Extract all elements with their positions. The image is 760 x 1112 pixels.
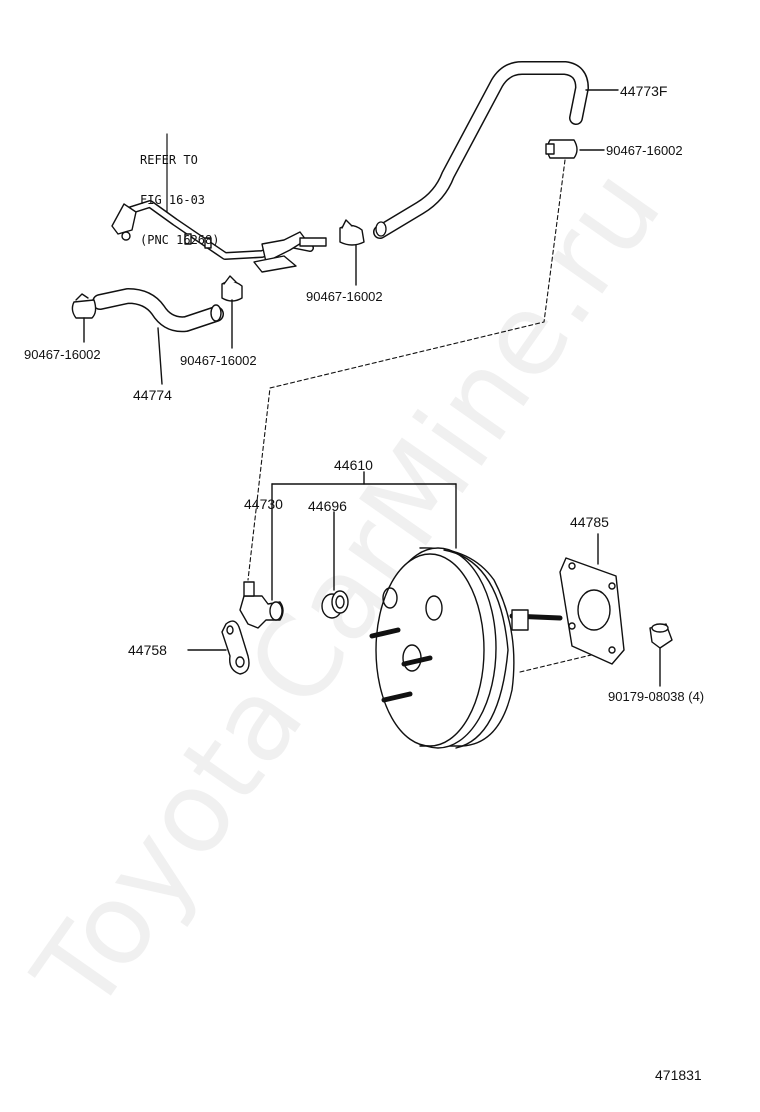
hose-clamp-mid[interactable] bbox=[339, 219, 365, 246]
refer-note-line-1: REFER TO bbox=[140, 153, 198, 168]
check-valve[interactable] bbox=[239, 581, 284, 629]
bracket[interactable] bbox=[221, 620, 250, 675]
label-44730: 44730 bbox=[244, 496, 283, 512]
refer-note: REFER TO FIG 16-03 (PNC 16268) bbox=[140, 128, 219, 260]
label-44773f: 44773F bbox=[620, 83, 668, 99]
vacuum-hose-lower[interactable] bbox=[92, 288, 224, 333]
connection-line-hose-to-valve bbox=[247, 159, 566, 581]
gasket[interactable] bbox=[559, 557, 625, 665]
refer-note-line-3: (PNC 16268) bbox=[140, 232, 220, 247]
label-44785: 44785 bbox=[570, 514, 609, 530]
label-clamp-mid: 90467-16002 bbox=[306, 289, 383, 304]
hose-clamp-right[interactable] bbox=[545, 139, 578, 159]
label-clamp-lower: 90467-16002 bbox=[180, 353, 257, 368]
brake-booster[interactable] bbox=[369, 547, 563, 749]
figure-number: 471831 bbox=[655, 1067, 702, 1083]
hose-clamp-lower[interactable] bbox=[221, 275, 243, 302]
grommet[interactable] bbox=[321, 590, 349, 619]
vacuum-hose-upper[interactable] bbox=[373, 61, 589, 239]
nut[interactable] bbox=[649, 623, 673, 649]
label-clamp-right: 90467-16002 bbox=[606, 143, 683, 158]
leader-44774 bbox=[157, 327, 163, 385]
label-nut: 90179-08038 (4) bbox=[608, 689, 705, 704]
refer-note-line-2: FIG 16-03 bbox=[140, 192, 206, 207]
hose-clamp-left[interactable] bbox=[71, 293, 97, 319]
label-clamp-left: 90467-16002 bbox=[24, 347, 101, 362]
vacuum-pipe-assembly[interactable] bbox=[111, 133, 327, 273]
label-44758: 44758 bbox=[128, 642, 167, 658]
label-44774: 44774 bbox=[133, 387, 172, 403]
label-44696: 44696 bbox=[308, 498, 347, 514]
label-44610: 44610 bbox=[334, 457, 373, 473]
